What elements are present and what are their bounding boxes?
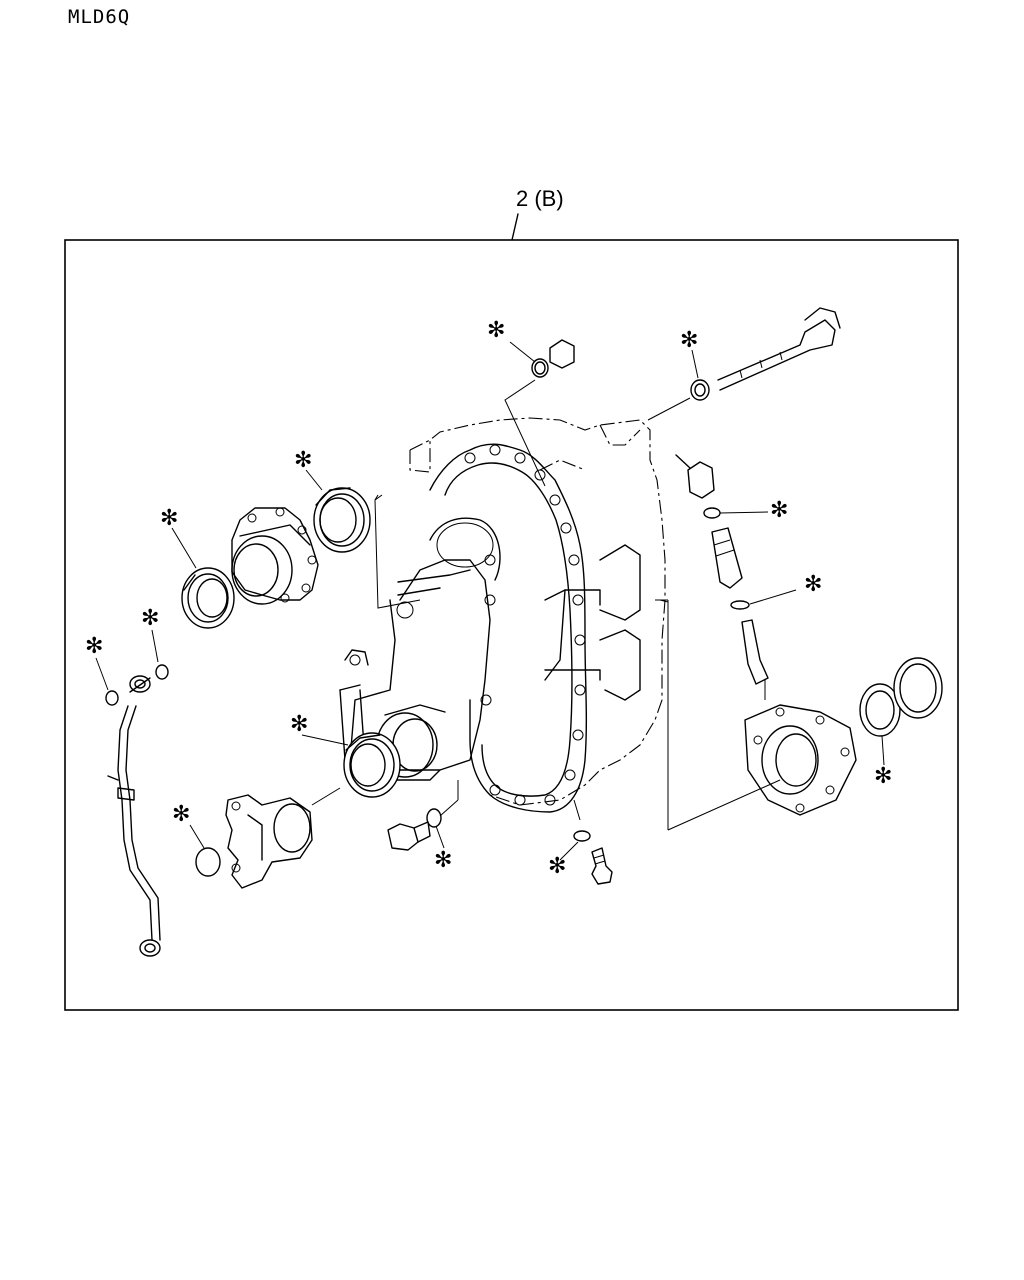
oil-seal-lower	[343, 732, 401, 798]
companion-flange	[225, 794, 313, 889]
rear-oil-seal	[859, 683, 901, 737]
asterisk-pipe-washer-upper: ✻	[141, 606, 160, 631]
asterisk-lower-seal: ✻	[290, 712, 309, 737]
speedo-driven-gear	[741, 619, 769, 685]
asterisk-rear-oil-seal: ✻	[874, 764, 893, 789]
bottom-bolt	[591, 847, 613, 885]
asterisk-pipe-washer-lower: ✻	[85, 634, 104, 659]
bearing-retainer	[231, 507, 319, 605]
callout-leader	[511, 213, 519, 241]
speedo-sleeve	[711, 527, 743, 589]
rear-output-retainer	[744, 704, 857, 816]
asterisk-sensor-oring: ✻	[770, 498, 789, 523]
asterisk-rear-seal: ✻	[294, 448, 313, 473]
asterisk-front-seal: ✻	[160, 506, 179, 531]
pipe-washer-upper	[155, 664, 169, 680]
drain-plug	[387, 821, 431, 851]
asterisk-top-plug: ✻	[487, 318, 506, 343]
leader-lines	[311, 379, 781, 831]
bolt-washer	[573, 830, 591, 842]
asterisk-bolt-washer: ✻	[548, 854, 567, 879]
pipe-washer-lower	[105, 690, 119, 706]
asterisk-sleeve-oring: ✻	[804, 572, 823, 597]
oil-seal-rear	[313, 487, 371, 553]
shift-shaft	[690, 307, 841, 401]
asterisk-shift-shaft: ✻	[680, 328, 699, 353]
sensor-oring	[703, 507, 721, 519]
kit-markers	[95, 341, 885, 861]
model-code: MLD6Q	[68, 6, 131, 28]
o-ring-flange	[195, 847, 221, 877]
asterisk-o-ring: ✻	[172, 802, 191, 827]
transfer-case-housing	[339, 417, 669, 813]
top-plug	[531, 339, 575, 378]
sleeve-oring	[730, 600, 750, 610]
asterisk-plug-gasket: ✻	[434, 848, 453, 873]
oil-seal-front	[181, 567, 235, 629]
oil-pipe	[107, 675, 161, 957]
plug-gasket	[426, 808, 442, 828]
speedo-sensor	[675, 454, 715, 499]
kit-frame	[64, 239, 959, 1011]
callout-label: 2 (B)	[516, 186, 564, 211]
rear-dust-cover	[893, 657, 943, 719]
